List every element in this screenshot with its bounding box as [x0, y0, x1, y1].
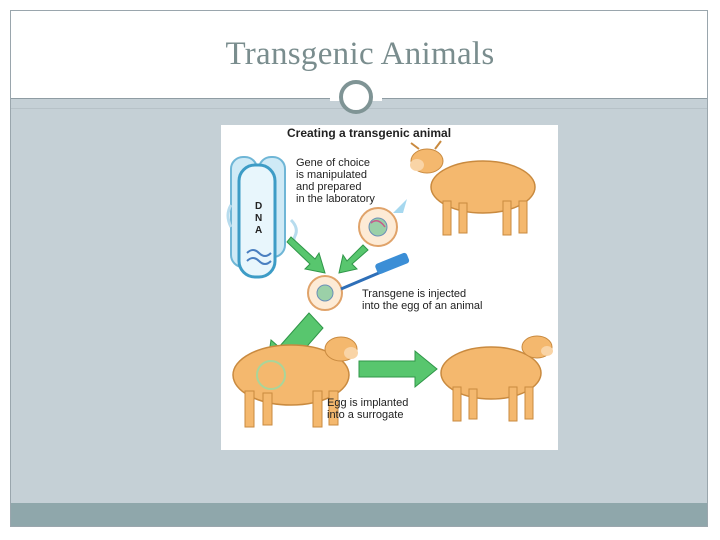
divider-gap-right — [372, 95, 382, 101]
dna-letter-d: D — [255, 201, 262, 212]
cow-surrogate-icon — [232, 336, 358, 428]
step3-line2: into a surrogate — [327, 409, 403, 421]
slide-title: Transgenic Animals — [225, 36, 495, 72]
step1-line1: Gene of choice — [296, 157, 370, 169]
circle-ornament — [339, 80, 373, 114]
egg-injection-icon — [307, 275, 343, 311]
step1-line3: and prepared — [296, 181, 361, 193]
footer-bar — [11, 503, 707, 526]
syringe-icon — [340, 252, 410, 291]
cow-donor-icon — [410, 140, 536, 236]
arrow-to-offspring-icon — [358, 349, 438, 389]
step1-line2: is manipulated — [296, 169, 367, 181]
step2-line1: Transgene is injected — [362, 288, 466, 300]
diagram-heading: Creating a transgenic animal — [287, 126, 451, 140]
pointer-arrow-icon — [393, 199, 407, 213]
egg-cell-icon — [358, 207, 398, 247]
green-arrow-icon — [286, 236, 369, 274]
diagram-svg: Creating a transgenic animal D N A Gene … — [226, 126, 553, 428]
step1-line4: in the laboratory — [296, 193, 375, 205]
test-tube-icon — [226, 156, 302, 279]
cow-offspring-icon — [440, 335, 553, 422]
dna-letter-a: A — [255, 225, 262, 236]
divider-gap-left — [330, 95, 340, 101]
transgenic-diagram: Creating a transgenic animal D N A Gene … — [221, 125, 558, 450]
dna-letter-n: N — [255, 213, 262, 224]
step2-line2: into the egg of an animal — [362, 300, 482, 312]
step3-line1: Egg is implanted — [327, 397, 408, 409]
